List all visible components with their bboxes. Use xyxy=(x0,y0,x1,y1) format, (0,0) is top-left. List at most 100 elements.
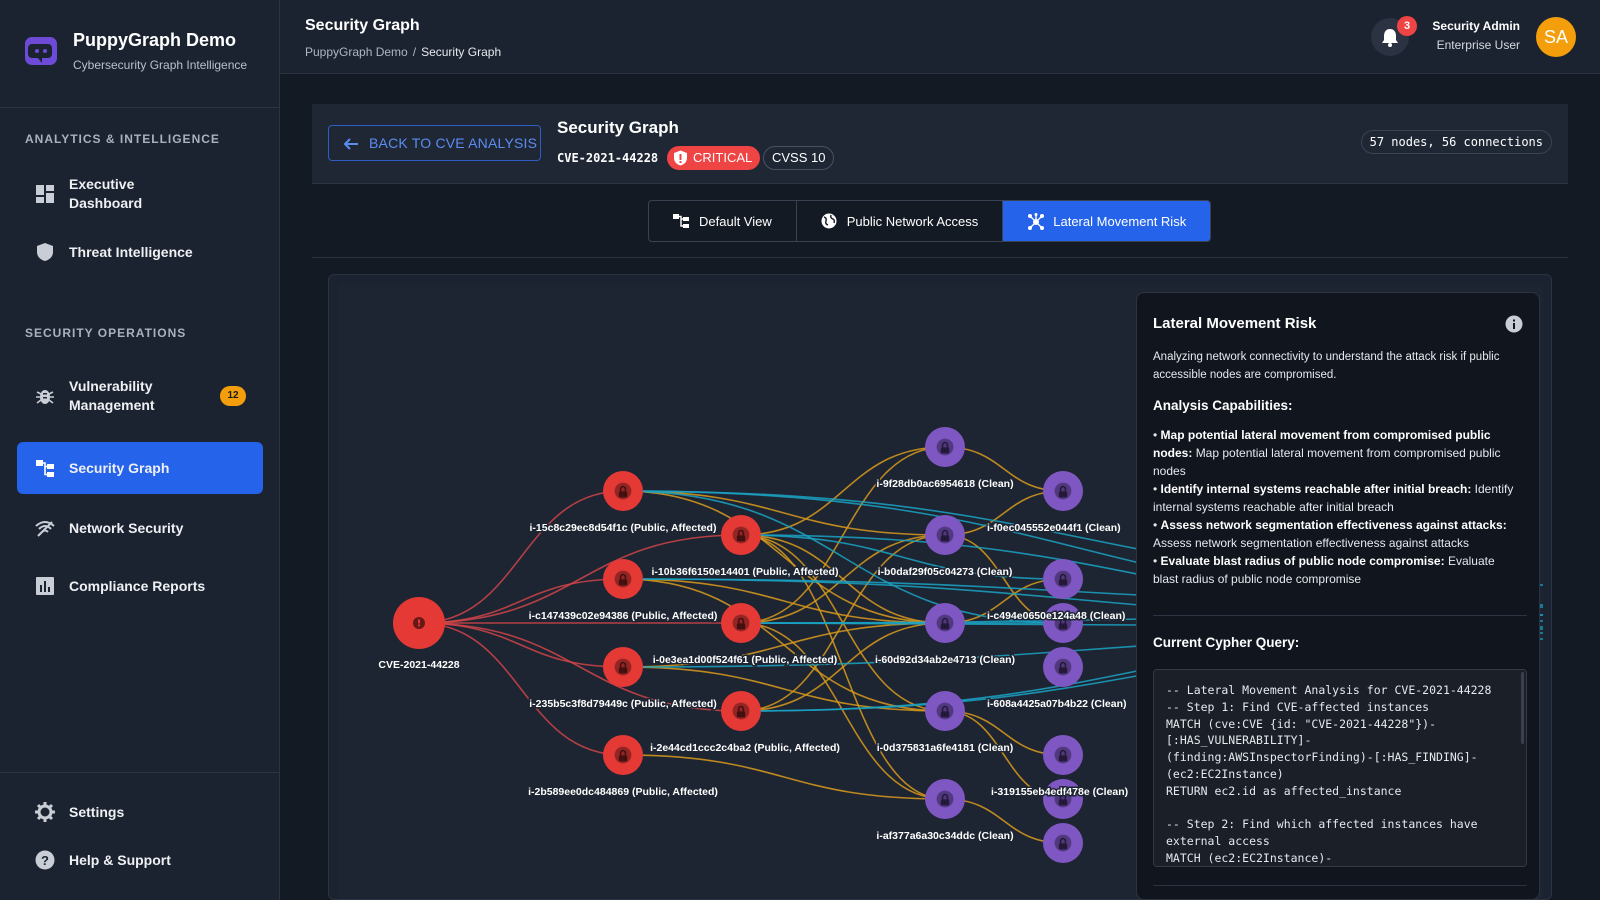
divider xyxy=(312,257,1568,258)
sidebar-divider xyxy=(0,772,280,773)
graph-node-label: i-b0daf29f05c04273 (Clean) xyxy=(878,566,1013,578)
capabilities-list: • Map potential lateral movement from co… xyxy=(1153,426,1523,588)
lock-icon xyxy=(619,661,627,668)
sidebar-item-label: Executive Dashboard xyxy=(69,176,143,211)
lock-icon xyxy=(618,579,628,586)
graph-node-label: i-235b5c3f8d79449c (Public, Affected) xyxy=(529,698,717,710)
section-label-secops: SECURITY OPERATIONS xyxy=(25,326,187,340)
cypher-query-box[interactable]: -- Lateral Movement Analysis for CVE-202… xyxy=(1153,669,1527,867)
sidebar-item-label: Vulnerability Management xyxy=(69,378,155,413)
lock-icon xyxy=(736,535,746,542)
sidebar-item-compliance-reports[interactable]: Compliance Reports xyxy=(17,560,263,612)
graph-node-label: i-c494e0650e124a48 (Clean) xyxy=(987,610,1125,622)
alert-icon xyxy=(418,624,420,627)
lock-icon xyxy=(737,617,745,624)
lock-icon xyxy=(940,623,950,630)
notification-count-badge: 3 xyxy=(1397,16,1417,36)
sidebar-item-label: Network Security xyxy=(69,519,184,536)
graph-node[interactable] xyxy=(721,603,761,643)
graph-node-label: i-2e44cd1ccc2c4ba2 (Public, Affected) xyxy=(650,742,840,754)
graph-node[interactable] xyxy=(603,735,643,775)
graph-node-label: i-2b589ee0dc484869 (Public, Affected) xyxy=(528,786,718,798)
graph-node[interactable] xyxy=(1043,647,1083,687)
graph-edge xyxy=(622,490,1064,624)
sidebar-item-settings[interactable]: Settings xyxy=(17,786,263,838)
breadcrumb-current: Security Graph xyxy=(421,45,502,59)
graph-edge xyxy=(622,666,946,712)
tab-label: Lateral Movement Risk xyxy=(1053,213,1187,229)
graph-node-label: i-c147439c02e94386 (Public, Affected) xyxy=(529,610,718,622)
graph-edge xyxy=(418,534,742,624)
graph-edge xyxy=(740,534,946,800)
graph-edge xyxy=(418,622,624,756)
lock-icon xyxy=(941,617,949,624)
graph-node[interactable] xyxy=(603,647,643,687)
tab-default-view[interactable]: Default View xyxy=(649,201,797,241)
graph-edge xyxy=(740,534,1064,580)
breadcrumb-home[interactable]: PuppyGraph Demo xyxy=(305,45,408,59)
page-title: Security Graph xyxy=(305,17,420,34)
graph-edge xyxy=(622,578,946,712)
lock-icon xyxy=(618,667,628,674)
lock-icon xyxy=(940,447,950,454)
lock-icon xyxy=(940,535,950,542)
hub-icon xyxy=(1028,213,1045,230)
capabilities-heading: Analysis Capabilities: xyxy=(1153,398,1293,413)
graph-node[interactable] xyxy=(1043,559,1083,599)
graph-edge xyxy=(740,446,946,624)
avatar[interactable]: SA xyxy=(1536,17,1576,57)
graph-node[interactable] xyxy=(1043,471,1083,511)
lock-icon xyxy=(1058,755,1068,762)
graph-node[interactable] xyxy=(925,779,965,819)
panel-title: Security Graph xyxy=(557,118,679,137)
tab-lateral-movement-risk[interactable]: Lateral Movement Risk xyxy=(1003,201,1211,241)
graph-node[interactable] xyxy=(603,559,643,599)
graph-node[interactable] xyxy=(925,691,965,731)
sidebar-item-network-security[interactable]: Network Security xyxy=(17,502,263,554)
graph-node[interactable] xyxy=(925,515,965,555)
sidebar-item-label: Help & Support xyxy=(69,851,171,868)
graph-node[interactable] xyxy=(1043,823,1083,863)
lock-icon xyxy=(940,799,950,806)
graph-edge xyxy=(740,622,946,800)
sidebar-item-label: Threat Intelligence xyxy=(69,243,193,260)
sidebar-item-security-graph[interactable]: Security Graph xyxy=(17,442,263,494)
help-icon: ? xyxy=(35,850,55,870)
sidebar-item-help-support[interactable]: ? Help & Support xyxy=(17,834,263,886)
breadcrumb-separator: / xyxy=(412,45,417,59)
lock-icon xyxy=(619,749,627,756)
info-icon[interactable] xyxy=(1505,315,1523,333)
graph-icon xyxy=(36,460,54,477)
sidebar-item-executive-dashboard[interactable]: Executive Dashboard xyxy=(17,168,263,220)
query-scrollbar[interactable] xyxy=(1521,672,1524,744)
lock-icon xyxy=(1059,837,1067,844)
graph-node[interactable] xyxy=(1043,779,1083,819)
info-panel-divider xyxy=(1153,615,1527,616)
graph-edge xyxy=(418,578,624,624)
lock-icon xyxy=(1059,793,1067,800)
sidebar-item-vulnerability-management[interactable]: Vulnerability Management 12 xyxy=(17,370,263,422)
lock-icon xyxy=(1058,579,1068,586)
graph-node[interactable] xyxy=(721,515,761,555)
graph-node[interactable] xyxy=(1043,735,1083,775)
lock-icon xyxy=(1058,667,1068,674)
info-panel-title: Lateral Movement Risk xyxy=(1153,315,1317,332)
cve-id: CVE-2021-44228 xyxy=(557,151,659,165)
dashboard-icon xyxy=(36,185,54,203)
tab-label: Default View xyxy=(699,213,772,229)
graph-node[interactable] xyxy=(603,471,643,511)
back-to-cve-analysis-button[interactable]: BACK TO CVE ANALYSIS xyxy=(328,125,541,161)
graph-node[interactable] xyxy=(1043,603,1083,643)
notifications-button[interactable]: 3 xyxy=(1371,16,1417,56)
view-tabs: Default View Public Network Access Later… xyxy=(648,200,1212,242)
graph-node[interactable] xyxy=(925,603,965,643)
graph-node[interactable] xyxy=(925,427,965,467)
sidebar-item-threat-intelligence[interactable]: Threat Intelligence xyxy=(17,226,263,278)
globe-icon xyxy=(821,213,837,229)
lock-icon xyxy=(1059,617,1067,624)
tab-public-network-access[interactable]: Public Network Access xyxy=(797,201,1004,241)
graph-node[interactable] xyxy=(721,691,761,731)
lock-icon xyxy=(1059,573,1067,580)
query-heading: Current Cypher Query: xyxy=(1153,635,1300,650)
